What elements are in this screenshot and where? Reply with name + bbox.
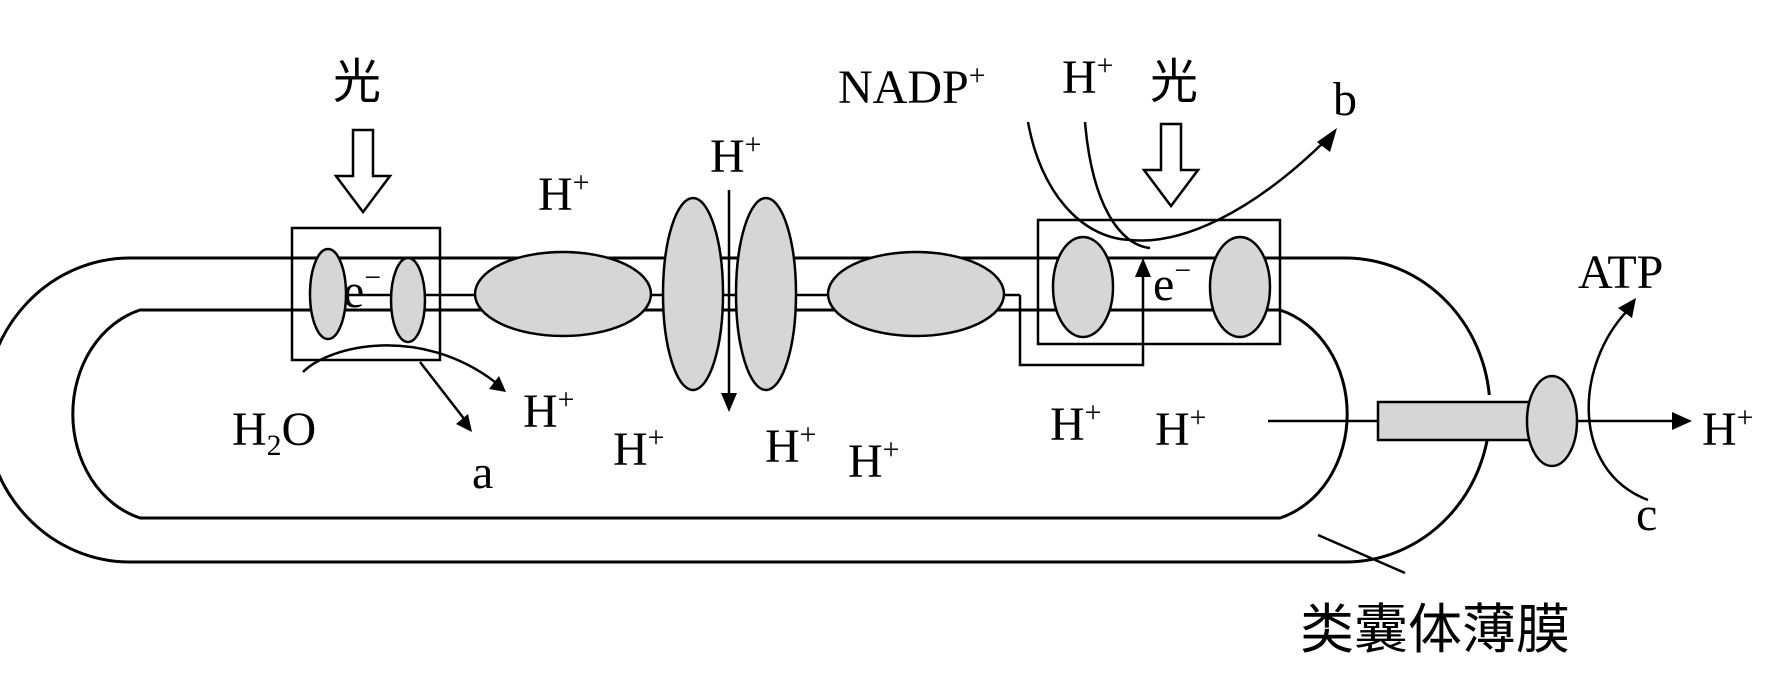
light-arrow-right-icon bbox=[1141, 122, 1201, 209]
photosystem-ii-box bbox=[290, 226, 442, 362]
h-plus-label-lumen-1: H+ bbox=[523, 383, 574, 438]
h-plus-label-lumen-4: H+ bbox=[848, 433, 899, 488]
atp-synthase-channel bbox=[1376, 400, 1536, 442]
photosystem-ii-protein-left bbox=[308, 247, 348, 341]
water-to-a-arrow bbox=[419, 361, 466, 421]
h-plus-label-lumen-5: H+ bbox=[1050, 396, 1101, 451]
h-plus-label-lumen-6: H+ bbox=[1155, 401, 1206, 456]
membrane-label-pointer bbox=[1317, 533, 1406, 575]
water-to-a-arrowhead bbox=[456, 414, 472, 432]
plastoquinone-complex bbox=[473, 250, 653, 338]
proton-flow-out-arrowhead bbox=[1672, 412, 1692, 430]
water-label: H2O bbox=[232, 403, 316, 462]
nadph-output-curve bbox=[1129, 137, 1329, 242]
atp-label: ATP bbox=[1578, 246, 1663, 299]
photosystem-ii bbox=[290, 226, 442, 362]
photosystem-ii-protein-right bbox=[389, 256, 427, 344]
cytochrome-complex-left bbox=[661, 196, 725, 392]
product-label-b: b bbox=[1333, 73, 1357, 126]
nadph-output-arrowhead bbox=[1317, 128, 1337, 152]
proton-pump-arrowhead bbox=[721, 393, 737, 412]
nadp-label: NADP+ bbox=[838, 59, 985, 114]
membrane-label: 类囊体薄膜 bbox=[1300, 598, 1570, 661]
atp-output-arrowhead bbox=[1618, 298, 1636, 318]
light-label-right: 光 bbox=[1150, 54, 1198, 110]
h-plus-label-stroma-2: H+ bbox=[710, 128, 761, 183]
photosystem-i-protein-left bbox=[1051, 235, 1115, 339]
light-arrow-left-icon bbox=[333, 128, 393, 215]
h-plus-label-out: H+ bbox=[1702, 401, 1753, 456]
light-label-left: 光 bbox=[333, 54, 381, 110]
input-label-c: c bbox=[1636, 488, 1657, 541]
product-label-a: a bbox=[472, 446, 493, 499]
cytochrome-complex-right bbox=[734, 196, 798, 392]
electron-label-psii: e− bbox=[343, 261, 381, 318]
photosystem-i-box bbox=[1036, 218, 1282, 346]
adp-to-atp-curve bbox=[1587, 309, 1649, 502]
h-plus-label-lumen-3: H+ bbox=[765, 418, 816, 473]
nadp-input-curve bbox=[1026, 121, 1131, 242]
atp-synthase bbox=[1376, 374, 1579, 468]
h-plus-label-nadp: H+ bbox=[1062, 49, 1113, 104]
water-to-h-plus-arrowhead bbox=[489, 376, 506, 392]
h-plus-label-stroma-1: H+ bbox=[538, 166, 589, 221]
water-to-h-plus-arrow bbox=[302, 344, 496, 383]
h-plus-label-lumen-2: H+ bbox=[613, 421, 664, 476]
membrane-outer-layer bbox=[0, 256, 1492, 564]
plastocyanin-complex bbox=[826, 250, 1006, 338]
electron-arrowhead bbox=[1135, 258, 1151, 277]
thylakoid-membrane bbox=[0, 256, 1492, 564]
membrane-inner-layer bbox=[71, 308, 1349, 520]
atp-synthase-head bbox=[1525, 374, 1579, 468]
photosystem-i-protein-right bbox=[1208, 235, 1272, 339]
photosystem-i bbox=[1036, 218, 1282, 346]
electron-label-psi: e− bbox=[1153, 254, 1191, 311]
electron-transport-loop bbox=[1018, 265, 1145, 367]
h-plus-input-curve bbox=[1083, 121, 1151, 250]
